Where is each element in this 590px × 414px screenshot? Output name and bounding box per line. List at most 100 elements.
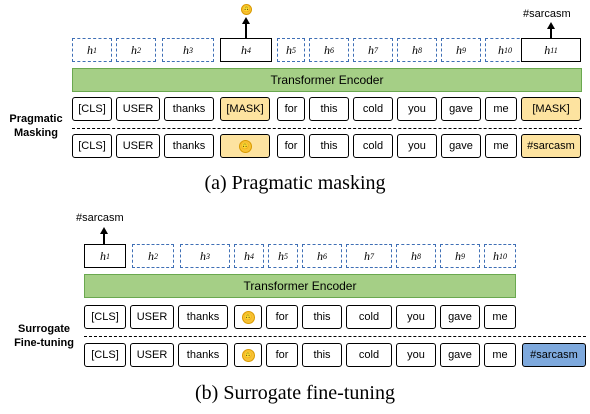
token-box: for [277, 134, 305, 158]
hidden-state-index: 1 [106, 251, 110, 261]
side-label-line: Fine-tuning [14, 337, 74, 349]
transformer-encoder-block: Transformer Encoder [72, 68, 582, 92]
side-label-line: Pragmatic [9, 113, 63, 125]
token-box: thanks [164, 97, 214, 121]
hidden-state-index: 7 [370, 251, 374, 261]
upside-down-face-emoji-icon: 🙃 [241, 310, 255, 324]
token-box: me [484, 343, 516, 367]
token-box: cold [353, 97, 393, 121]
token-box: #sarcasm [521, 134, 581, 158]
hidden-state-index: 8 [417, 251, 421, 261]
arrow-shaft [550, 28, 552, 38]
hidden-state-symbol: h [241, 42, 247, 57]
hidden-state-symbol: h [148, 248, 154, 263]
upside-down-face-emoji-icon: 🙃 [238, 139, 252, 153]
token-box: 🙃 [220, 134, 270, 158]
token-box: this [302, 305, 342, 329]
hidden-state-index: 3 [189, 45, 193, 55]
token-box: thanks [178, 305, 228, 329]
hidden-state-symbol: h [412, 42, 418, 57]
token-box: 🙃 [234, 305, 262, 329]
side-label-line: Surrogate [18, 323, 70, 335]
token-box: cold [346, 305, 392, 329]
hidden-state-symbol: h [244, 248, 250, 263]
token-box: [CLS] [84, 305, 126, 329]
hidden-state-symbol: h [100, 248, 106, 263]
hidden-state-symbol: h [411, 248, 417, 263]
token-box: thanks [164, 134, 214, 158]
token-box: for [266, 305, 298, 329]
token-box: [CLS] [84, 343, 126, 367]
token-box: USER [116, 97, 160, 121]
hidden-state-index: 9 [462, 45, 466, 55]
separator-dashed-line [84, 336, 586, 337]
token-box: me [484, 305, 516, 329]
hidden-state-symbol: h [278, 248, 284, 263]
arrow-shaft [103, 233, 105, 244]
hidden-state-index: 6 [323, 251, 327, 261]
token-box: gave [440, 343, 480, 367]
hidden-state-symbol: h [368, 42, 374, 57]
token-box: cold [346, 343, 392, 367]
token-box: 🙃 [234, 343, 262, 367]
hidden-state-index: 8 [418, 45, 422, 55]
hidden-state-symbol: h [286, 42, 292, 57]
token-box: me [485, 97, 517, 121]
hidden-state-index: 2 [137, 45, 141, 55]
hidden-state-symbol: h [493, 248, 499, 263]
hidden-state-symbol: h [131, 42, 137, 57]
token-box: gave [441, 97, 481, 121]
token-box: this [302, 343, 342, 367]
token-box: for [266, 343, 298, 367]
panel-a-caption: (a) Pragmatic masking [204, 172, 386, 194]
hidden-state-index: 3 [206, 251, 210, 261]
token-box: me [485, 134, 517, 158]
token-box: thanks [178, 343, 228, 367]
panel-b-caption: (b) Surrogate fine-tuning [195, 382, 395, 404]
token-box: gave [440, 305, 480, 329]
token-box: this [309, 134, 349, 158]
output-label: #sarcasm [76, 212, 124, 224]
token-box: you [397, 97, 437, 121]
hidden-state-symbol: h [183, 42, 189, 57]
token-box: [CLS] [72, 97, 112, 121]
token-box: [MASK] [521, 97, 581, 121]
hidden-state-symbol: h [456, 42, 462, 57]
token-box: USER [130, 343, 174, 367]
hidden-state-index: 5 [284, 251, 288, 261]
hidden-state-index: 4 [250, 251, 254, 261]
arrow-head-icon [242, 17, 250, 24]
hidden-state-index: 5 [292, 45, 296, 55]
side-label-line: Masking [13, 127, 58, 139]
hidden-state-symbol: h [324, 42, 330, 57]
token-box: you [396, 305, 436, 329]
hidden-state-index: 9 [461, 251, 465, 261]
hidden-state-index: 4 [247, 45, 251, 55]
separator-dashed-line [72, 128, 582, 129]
hidden-state-symbol: h [498, 42, 504, 57]
arrow-head-icon [100, 227, 108, 234]
hidden-state-index: 10 [499, 251, 507, 261]
token-box: cold [353, 134, 393, 158]
upside-down-face-emoji-icon: 🙃 [241, 4, 252, 15]
token-box: gave [441, 134, 481, 158]
token-box: USER [116, 134, 160, 158]
transformer-encoder-block: Transformer Encoder [84, 274, 516, 298]
